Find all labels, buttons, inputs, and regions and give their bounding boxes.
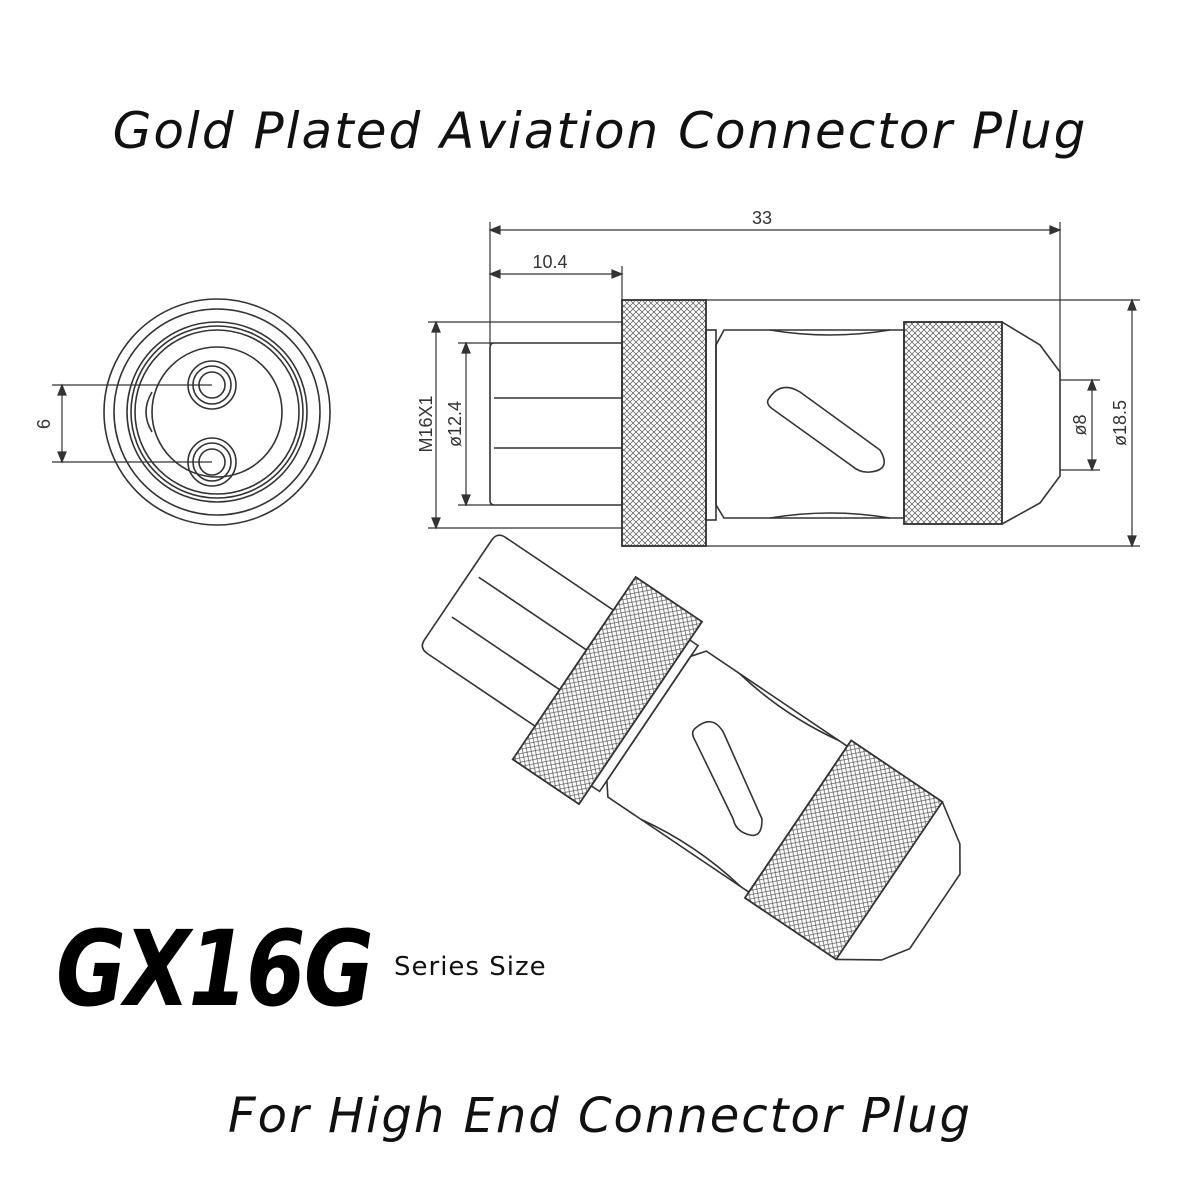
thread-length-label: 10.4 bbox=[532, 252, 567, 272]
isometric-view bbox=[421, 534, 961, 961]
thread-diameter-dimensions bbox=[428, 320, 622, 530]
knurled-nut bbox=[621, 299, 707, 547]
footer-tagline: For High End Connector Plug bbox=[227, 1088, 973, 1144]
body-slot bbox=[766, 386, 886, 473]
side-view bbox=[489, 299, 1061, 547]
model-name: GX16G bbox=[56, 908, 374, 1030]
overall-length-dimension bbox=[488, 222, 1062, 380]
tail-diameter-label: ø8 bbox=[1070, 414, 1090, 435]
overall-length-label: 33 bbox=[752, 208, 772, 228]
series-label: Series Size bbox=[394, 952, 547, 982]
thread-diameter-label: ø12.4 bbox=[445, 401, 465, 447]
tail-diameter-dimensions bbox=[706, 298, 1140, 548]
pin-spacing-dimension bbox=[52, 383, 212, 464]
thread-length-dimension bbox=[488, 266, 624, 300]
pin-spacing-label: 6 bbox=[34, 419, 54, 429]
front-view bbox=[103, 298, 331, 526]
knurled-sleeve bbox=[903, 321, 1003, 525]
thread-spec-label: M16X1 bbox=[416, 395, 436, 452]
body-diameter-label: ø18.5 bbox=[1110, 400, 1130, 446]
page-title: Gold Plated Aviation Connector Plug bbox=[112, 102, 1088, 160]
